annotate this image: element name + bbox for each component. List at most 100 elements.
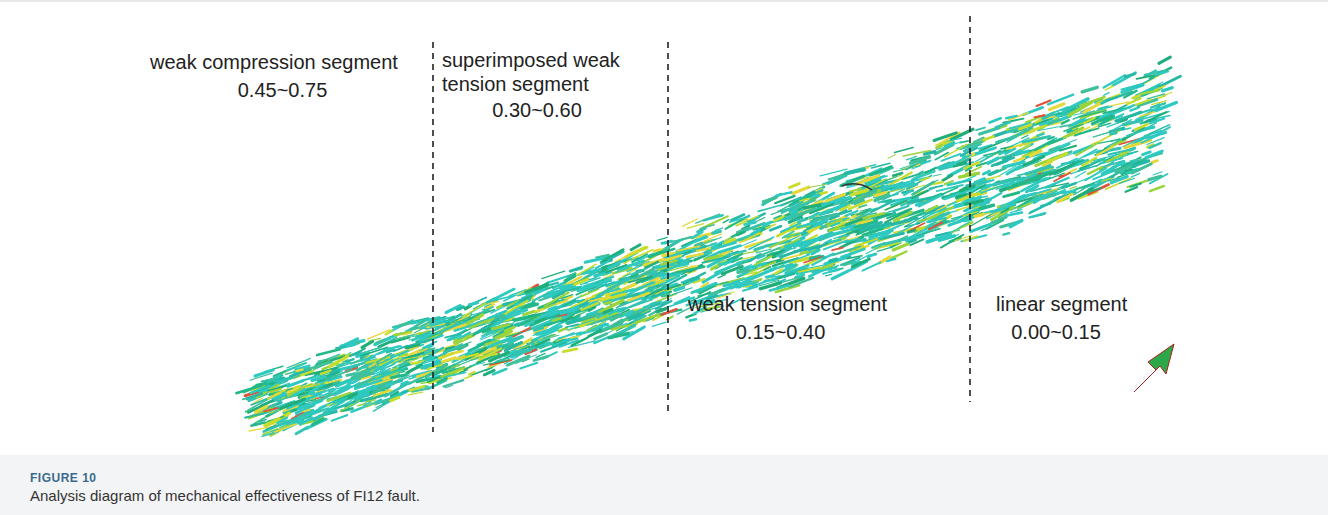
fracture-stroke [1156, 103, 1177, 111]
fracture-stroke [832, 271, 848, 279]
fracture-stroke [776, 192, 792, 196]
fracture-stroke [1007, 167, 1020, 174]
fracture-stroke [1125, 169, 1132, 171]
fracture-stroke [469, 363, 484, 367]
fracture-stroke [980, 205, 994, 209]
fracture-stroke [1110, 133, 1116, 134]
fracture-stroke [589, 307, 595, 310]
fracture-stroke [493, 369, 506, 374]
fracture-stroke [995, 208, 1003, 211]
fracture-stroke [863, 262, 881, 270]
fracture-stroke [400, 323, 409, 326]
fracture-stroke [626, 247, 647, 256]
fracture-stroke [1163, 88, 1173, 91]
fracture-stroke [763, 222, 771, 226]
fracture-stroke [1149, 176, 1161, 179]
fracture-stroke [834, 246, 860, 255]
fracture-stroke [692, 232, 702, 238]
fracture-stroke [376, 340, 385, 343]
fracture-stroke [1060, 146, 1076, 151]
fracture-stroke [918, 228, 924, 230]
fracture-stroke [595, 272, 610, 276]
fracture-stroke [855, 239, 877, 246]
fracture-stroke [251, 423, 264, 426]
fracture-stroke [347, 374, 355, 376]
fracture-stroke [786, 266, 809, 273]
fracture-stroke [469, 303, 478, 305]
fracture-stroke [1157, 76, 1180, 88]
fracture-strokes [237, 57, 1181, 436]
fracture-stroke [1146, 127, 1154, 129]
fracture-stroke [297, 370, 303, 371]
fracture-stroke [770, 241, 785, 248]
fracture-stroke [823, 177, 842, 184]
fracture-stroke [284, 363, 306, 372]
fracture-stroke [1021, 145, 1030, 149]
fracture-stroke [1029, 202, 1052, 213]
fracture-stroke [980, 141, 1005, 151]
fracture-stroke [690, 319, 696, 320]
fracture-stroke [733, 258, 742, 262]
fracture-stroke [1104, 93, 1110, 96]
fracture-stroke [404, 333, 412, 335]
fracture-stroke [1151, 161, 1157, 163]
fracture-stroke [877, 247, 892, 251]
fracture-stroke [411, 328, 419, 330]
fracture-stroke [730, 216, 750, 222]
fracture-stroke [682, 270, 691, 275]
fracture-stroke [393, 323, 412, 327]
fracture-stroke [675, 288, 684, 291]
fracture-stroke [771, 211, 782, 215]
fracture-stroke [703, 216, 728, 227]
fracture-stroke [1048, 95, 1073, 105]
fracture-stroke [1147, 94, 1164, 99]
fracture-stroke [832, 248, 843, 251]
fracture-stroke [1070, 187, 1076, 189]
fracture-stroke [1082, 87, 1097, 92]
fracture-stroke [395, 332, 411, 335]
fracture-stroke [975, 214, 984, 216]
fracture-stroke [984, 137, 994, 140]
fracture-stroke [845, 170, 864, 174]
fracture-stroke [906, 156, 916, 160]
fracture-stroke [921, 178, 930, 181]
fracture-stroke [631, 245, 640, 250]
fracture-stroke [790, 278, 813, 287]
fracture-stroke [1150, 143, 1161, 148]
fracture-stroke [352, 367, 375, 378]
fracture-stroke [1093, 129, 1120, 137]
fracture-stroke [816, 188, 823, 191]
fracture-stroke [961, 235, 986, 241]
fracture-stroke [559, 328, 567, 331]
fracture-stroke [498, 345, 507, 349]
fracture-stroke [367, 330, 389, 339]
fracture-stroke [1150, 186, 1164, 191]
fracture-stroke [687, 254, 703, 257]
fracture-stroke [545, 287, 553, 290]
fracture-stroke [657, 309, 666, 312]
fracture-stroke [766, 225, 775, 229]
fracture-stroke [1130, 107, 1139, 110]
fracture-stroke [720, 262, 733, 265]
fracture-stroke [1106, 86, 1114, 90]
fracture-stroke [852, 191, 876, 203]
fracture-stroke [362, 341, 373, 347]
fracture-stroke [541, 343, 566, 352]
fracture-stroke [783, 231, 794, 238]
fracture-stroke [683, 219, 698, 226]
fracture-stroke [870, 167, 891, 175]
fracture-stroke [1004, 162, 1024, 167]
fracture-stroke [555, 333, 574, 341]
fracture-stroke [794, 218, 802, 221]
fracture-stroke [1159, 57, 1170, 63]
fracture-stroke [423, 342, 436, 348]
fracture-stroke [826, 274, 832, 276]
fracture-stroke [391, 397, 399, 400]
fracture-stroke [1037, 134, 1043, 136]
fracture-stroke [926, 206, 937, 211]
fracture-stroke [1122, 84, 1142, 90]
fracture-stroke [1030, 202, 1052, 213]
fracture-stroke [654, 250, 661, 252]
fracture-stroke [438, 378, 447, 382]
